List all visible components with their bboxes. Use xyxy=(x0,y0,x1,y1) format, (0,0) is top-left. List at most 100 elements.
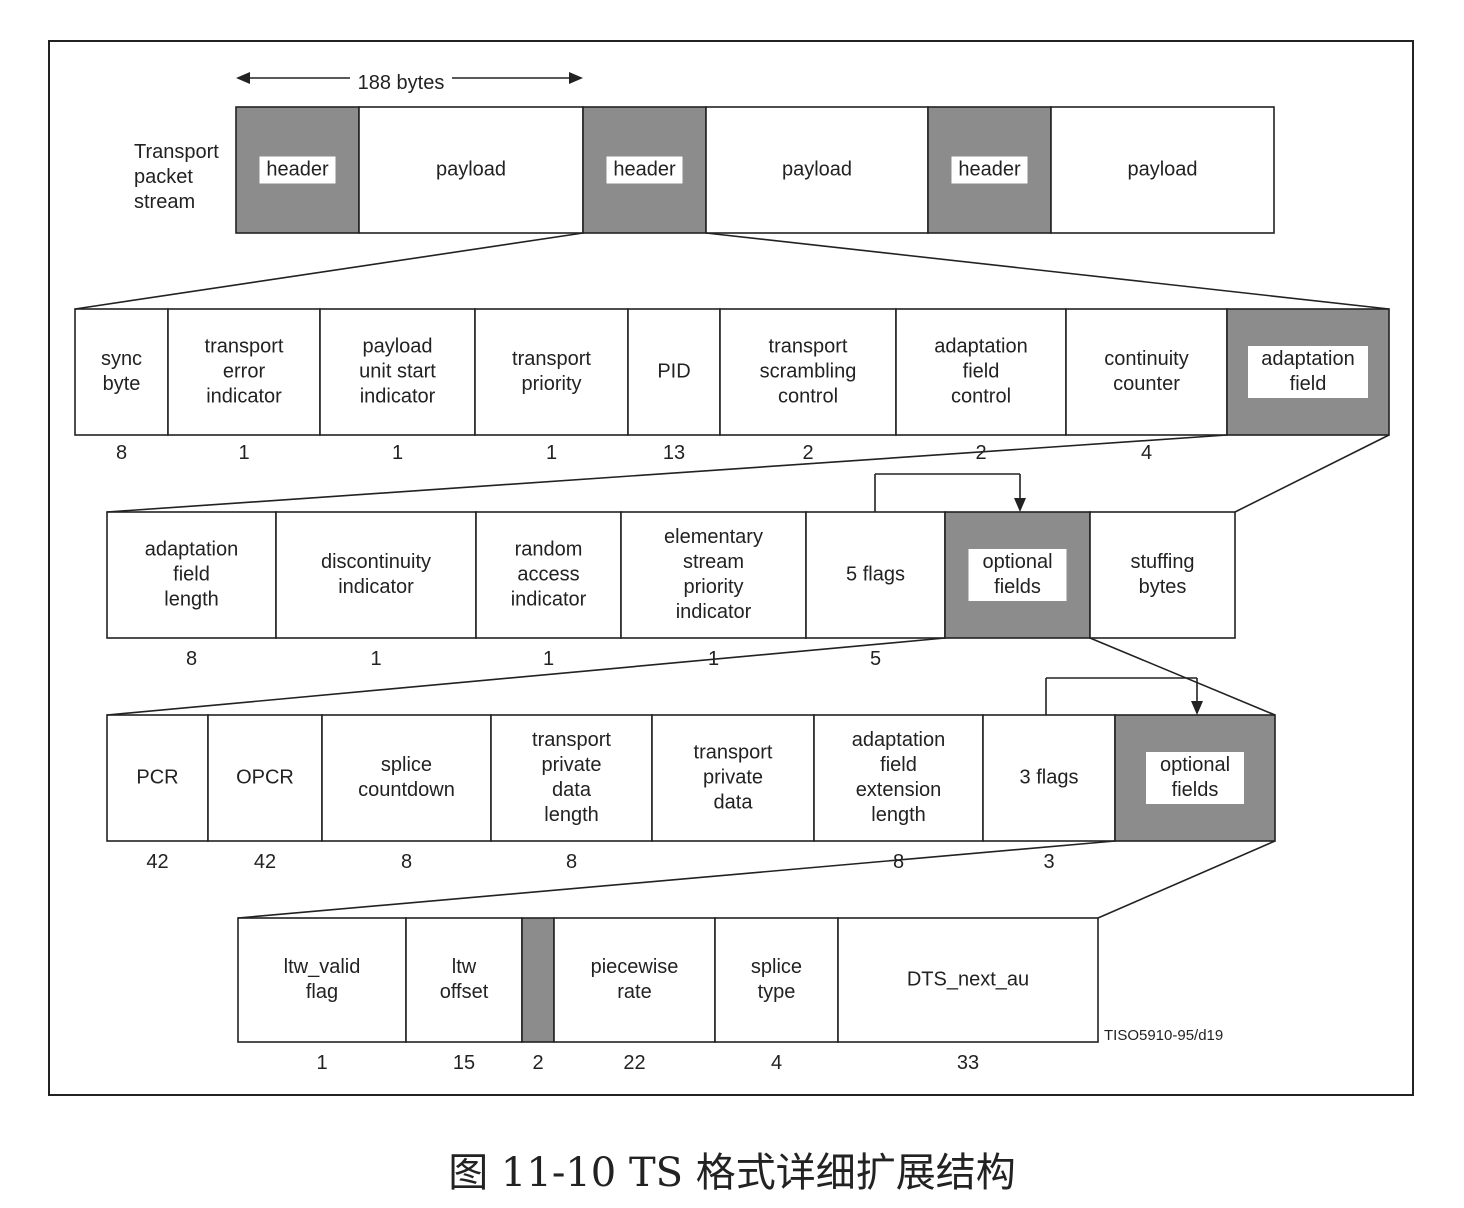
optional-fields-bits: 42 xyxy=(254,851,276,873)
extension-fields-cell-ltw-valid xyxy=(237,917,407,1043)
stream-cell-payload-label: payload xyxy=(436,159,506,181)
stream-cell-payload-label: payload xyxy=(782,159,852,181)
header-fields-cell-adaptation-label: control xyxy=(951,386,1011,408)
header-fields-cell-transport-label: control xyxy=(778,386,838,408)
stream-cell-payload xyxy=(705,106,929,234)
adaptation-fields-cell-stuffing-label: bytes xyxy=(1139,576,1187,598)
header-fields-bits: 1 xyxy=(392,442,403,464)
adaptation-fields-cell-adaptation-label: length xyxy=(164,589,219,611)
optional-fields-cell-pcr xyxy=(106,714,209,842)
adaptation-fields-cell-discontinuity-label: discontinuity xyxy=(321,551,431,573)
extension-fields-bits: 22 xyxy=(623,1052,645,1074)
adaptation-fields-cell-elementary xyxy=(620,511,807,639)
optional-fields-cell-splice-label: countdown xyxy=(358,779,455,801)
extension-fields-cell-ltw-label: ltw xyxy=(452,956,477,978)
header-fields-cell-transport xyxy=(719,308,897,436)
adaptation-fields-cell-elementary-label: stream xyxy=(683,551,744,573)
header-fields-bits: 13 xyxy=(663,442,685,464)
expand-line xyxy=(1089,637,1276,716)
adaptation-fields-bits: 1 xyxy=(370,648,381,670)
header-fields-cell-payload xyxy=(319,308,476,436)
header-fields-cell-payload-label: unit start xyxy=(359,361,436,383)
optional-fields-cell-adaptation-label: field xyxy=(880,754,917,776)
expand-line xyxy=(705,232,1390,310)
stream-cell-header-label-bg xyxy=(606,156,683,184)
header-fields-cell-transport xyxy=(167,308,321,436)
header-fields-cell-sync xyxy=(74,308,169,436)
adaptation-fields-cell-optional-label: fields xyxy=(994,576,1041,598)
header-fields-cell-adaptation-label: field xyxy=(1290,373,1327,395)
adaptation-fields-cell-elementary-label: priority xyxy=(683,576,743,598)
optional-fields-bits: 8 xyxy=(566,851,577,873)
optional-fields-cell-optional-label: fields xyxy=(1172,779,1219,801)
stream-label: packet xyxy=(134,166,193,188)
header-fields-cell-transport-label: transport xyxy=(205,336,284,358)
stream-cell-payload xyxy=(1050,106,1275,234)
header-fields-cell-transport-label: transport xyxy=(769,336,848,358)
span-arrow-head-right xyxy=(569,72,583,84)
stream-cell-header-label-bg xyxy=(951,156,1028,184)
header-fields-cell-transport-label: indicator xyxy=(206,386,282,408)
optional-fields-cell-adaptation-label: extension xyxy=(856,779,942,801)
stream-cell-header-label-bg xyxy=(259,156,336,184)
header-fields-bits: 1 xyxy=(238,442,249,464)
adaptation-fields-cell-stuffing xyxy=(1089,511,1236,639)
header-fields-cell-sync-label: sync xyxy=(101,348,142,370)
adaptation-fields-cell-5-flags-label: 5 flags xyxy=(846,564,905,586)
header-fields-cell-sync-label: byte xyxy=(103,373,141,395)
optional-fields-bits: 3 xyxy=(1043,851,1054,873)
optional-fields-cell-transport-label: data xyxy=(714,792,754,814)
expand-line xyxy=(237,840,1116,919)
adaptation-fields-cell-5-flags xyxy=(805,511,946,639)
extension-fields-cell-piecewise-label: rate xyxy=(617,981,651,1003)
stream-label: stream xyxy=(134,191,195,213)
stream-cell-header-label: header xyxy=(958,159,1021,181)
optional-fields-cell-adaptation xyxy=(813,714,984,842)
header-fields-cell-pid-label: PID xyxy=(657,361,690,383)
extension-fields-cell-splice-label: splice xyxy=(751,956,802,978)
adaptation-fields-bits: 8 xyxy=(186,648,197,670)
stream-cell-payload xyxy=(358,106,584,234)
extension-fields-cell-ltw-label: offset xyxy=(440,981,489,1003)
flag-arrow-head xyxy=(1014,498,1026,512)
optional-fields-cell-transport-label: data xyxy=(552,779,592,801)
header-fields-bits: 2 xyxy=(975,442,986,464)
adaptation-fields-cell-adaptation-label: adaptation xyxy=(145,539,238,561)
adaptation-fields-cell-adaptation xyxy=(106,511,277,639)
adaptation-fields-cell-elementary-label: indicator xyxy=(676,601,752,623)
optional-fields-cell-pcr-label: PCR xyxy=(136,767,178,789)
adaptation-fields-cell-random xyxy=(475,511,622,639)
header-fields-cell-continuity-label: counter xyxy=(1113,373,1180,395)
figure-code: TISO5910-95/d19 xyxy=(1104,1027,1224,1044)
optional-fields-bits: 8 xyxy=(893,851,904,873)
extension-fields-cell-piecewise xyxy=(553,917,716,1043)
optional-fields-bits: 42 xyxy=(146,851,168,873)
optional-fields-cell-transport xyxy=(651,714,815,842)
header-fields-cell-transport-label: transport xyxy=(512,348,591,370)
extension-fields-cell-reserved xyxy=(521,917,555,1043)
expand-line xyxy=(74,232,584,310)
stream-cell-header-label: header xyxy=(613,159,676,181)
header-fields-cell-payload-label: indicator xyxy=(360,386,436,408)
optional-fields-cell-3-flags xyxy=(982,714,1116,842)
header-fields-bits: 2 xyxy=(802,442,813,464)
optional-fields-cell-transport-label: private xyxy=(541,754,601,776)
extension-fields-bits: 33 xyxy=(957,1052,979,1074)
adaptation-fields-bits: 5 xyxy=(870,648,881,670)
span-arrow-head-left xyxy=(236,72,250,84)
optional-fields-cell-transport-label: length xyxy=(544,804,599,826)
flag-arrow-head xyxy=(1191,701,1203,715)
optional-fields-cell-transport-label: private xyxy=(703,767,763,789)
stream-label: Transport xyxy=(134,141,219,163)
adaptation-fields-cell-adaptation-label: field xyxy=(173,564,210,586)
expand-line xyxy=(1097,840,1276,919)
header-fields-cell-transport xyxy=(474,308,629,436)
extension-fields-bits: 4 xyxy=(771,1052,782,1074)
span-label: 188 bytes xyxy=(358,72,445,94)
header-fields-cell-transport-label: priority xyxy=(521,373,581,395)
expand-line xyxy=(1234,434,1390,513)
header-fields-bits: 8 xyxy=(116,442,127,464)
optional-fields-bits: 8 xyxy=(401,851,412,873)
extension-fields-cell-dts-next-au xyxy=(837,917,1099,1043)
